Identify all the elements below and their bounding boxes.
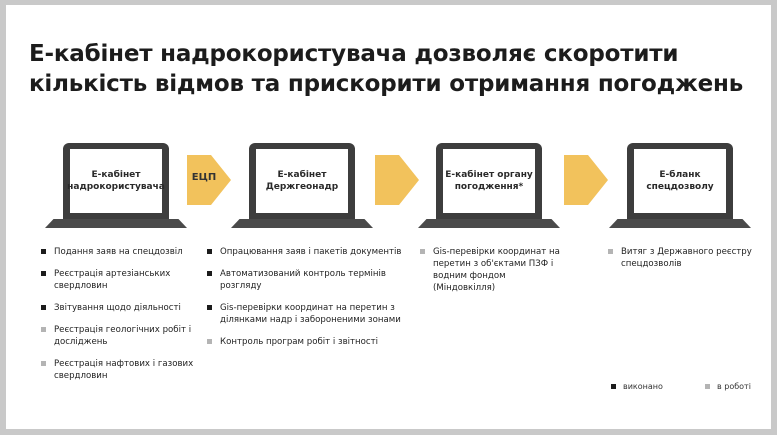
stage-label: Е-бланк спецдозволу <box>646 170 714 192</box>
laptop-base <box>609 219 751 228</box>
stage-label: Е-кабінет надрокористувача <box>67 170 165 192</box>
done-marker-icon <box>41 305 46 310</box>
list-item: Реєстрація нафтових і газових свердловин <box>41 358 201 382</box>
arrow-label: ЕЦП <box>191 172 217 183</box>
legend-done-label: виконано <box>623 382 663 391</box>
arrow-1: ЕЦП <box>187 155 231 205</box>
list-item: Gis-перевірки координат на перетин з діл… <box>207 302 402 326</box>
list-item: Реєстрація артезіанських свердловин <box>41 268 201 292</box>
laptop-screen: Е-кабінет органу погодження* <box>443 149 535 213</box>
chevron-arrow-icon <box>187 155 231 205</box>
done-marker-icon <box>611 384 616 389</box>
feature-list-stage-3: Gis-перевірки координат на перетин з об'… <box>420 246 570 304</box>
list-item: Контроль програм робіт і звітності <box>207 336 402 348</box>
list-item-text: Реєстрація артезіанських свердловин <box>54 269 171 291</box>
in-progress-marker-icon <box>420 249 425 254</box>
done-marker-icon <box>41 271 46 276</box>
chevron-arrow-icon <box>375 155 419 205</box>
laptop-screen: Е-кабінет Держгеонадр <box>256 149 348 213</box>
laptop-stage-1: Е-кабінет надрокористувача <box>45 143 187 233</box>
in-progress-marker-icon <box>41 361 46 366</box>
laptop-screen: Е-кабінет надрокористувача <box>67 149 165 213</box>
feature-list-stage-4: Витяг з Державного реєстру спецдозволів <box>608 246 758 280</box>
list-item-text: Подання заяв на спецдозвіл <box>54 247 183 257</box>
laptop-base <box>45 219 187 228</box>
laptop-lid: Е-кабінет Держгеонадр <box>249 143 355 219</box>
stage-label: Е-кабінет органу погодження* <box>445 170 533 192</box>
in-progress-marker-icon <box>41 327 46 332</box>
list-item: Автоматизований контроль термінів розгля… <box>207 268 402 292</box>
done-marker-icon <box>207 305 212 310</box>
list-item-text: Звітування щодо діяльності <box>54 303 181 313</box>
list-item-text: Витяг з Державного реєстру спецдозволів <box>621 247 752 269</box>
laptop-base <box>231 219 373 228</box>
list-item-text: Gis-перевірки координат на перетин з діл… <box>220 303 401 325</box>
in-progress-marker-icon <box>207 339 212 344</box>
list-item-text: Контроль програм робіт і звітності <box>220 337 379 347</box>
laptop-screen: Е-бланк спецдозволу <box>634 149 726 213</box>
list-item: Gis-перевірки координат на перетин з об'… <box>420 246 570 294</box>
list-item-text: Реєстрація нафтових і газових свердловин <box>54 359 194 381</box>
legend-done: виконано <box>611 382 663 391</box>
laptop-stage-4: Е-бланк спецдозволу <box>609 143 751 233</box>
list-item-text: Опрацювання заяв і пакетів документів <box>220 247 402 257</box>
in-progress-marker-icon <box>608 249 613 254</box>
slide: Е-кабінет надрокористувача дозволяє скор… <box>6 5 771 429</box>
arrow-2 <box>375 155 419 205</box>
legend-in-progress-label: в роботі <box>717 382 751 391</box>
laptop-lid: Е-кабінет надрокористувача <box>63 143 169 219</box>
in-progress-marker-icon <box>705 384 710 389</box>
legend-in-progress: в роботі <box>705 382 751 391</box>
list-item: Звітування щодо діяльності <box>41 302 201 314</box>
list-item-text: Gis-перевірки координат на перетин з об'… <box>433 247 560 293</box>
laptop-lid: Е-кабінет органу погодження* <box>436 143 542 219</box>
stage-label: Е-кабінет Держгеонадр <box>265 170 339 192</box>
chevron-arrow-icon <box>564 155 608 205</box>
laptop-lid: Е-бланк спецдозволу <box>627 143 733 219</box>
laptop-stage-2: Е-кабінет Держгеонадр <box>231 143 373 233</box>
arrow-3 <box>564 155 608 205</box>
list-item: Витяг з Державного реєстру спецдозволів <box>608 246 758 270</box>
laptop-base <box>418 219 560 228</box>
done-marker-icon <box>207 271 212 276</box>
list-item-text: Реєстрація геологічних робіт і досліджен… <box>54 325 192 347</box>
page-title: Е-кабінет надрокористувача дозволяє скор… <box>29 41 744 97</box>
done-marker-icon <box>41 249 46 254</box>
list-item: Реєстрація геологічних робіт і досліджен… <box>41 324 201 348</box>
laptop-stage-3: Е-кабінет органу погодження* <box>418 143 560 233</box>
list-item: Опрацювання заяв і пакетів документів <box>207 246 402 258</box>
list-item-text: Автоматизований контроль термінів розгля… <box>220 269 386 291</box>
list-item: Подання заяв на спецдозвіл <box>41 246 201 258</box>
done-marker-icon <box>207 249 212 254</box>
